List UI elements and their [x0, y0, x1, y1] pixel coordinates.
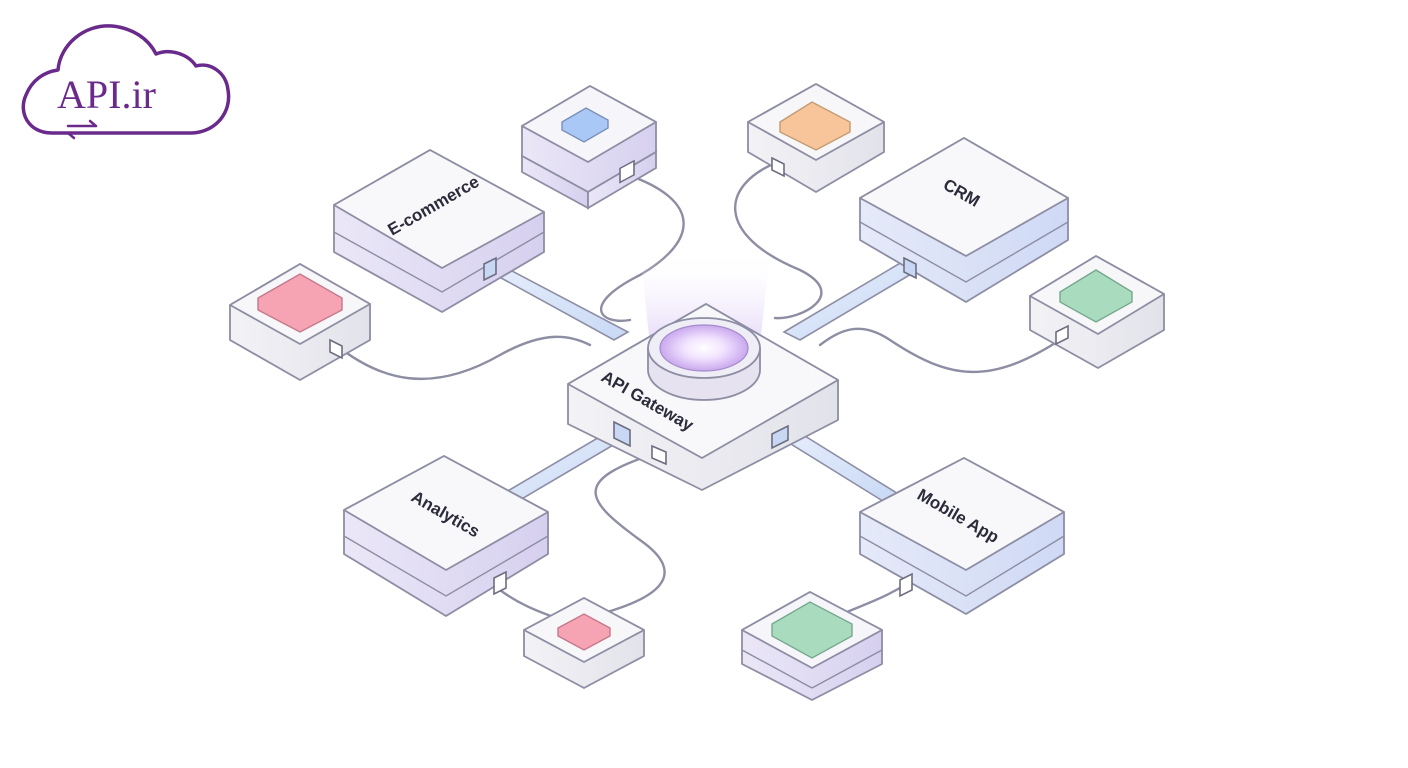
- node-green[interactable]: [1029, 255, 1165, 369]
- cable-analytics-small: [583, 450, 666, 620]
- cable-green: [818, 327, 1062, 374]
- cable-orange: [733, 160, 823, 320]
- node-pink-small[interactable]: [523, 597, 645, 689]
- cable-blue: [600, 173, 685, 322]
- logo-text: API.ir: [57, 72, 156, 117]
- port: [903, 256, 917, 280]
- service-ecommerce[interactable]: E-commerce: [333, 149, 545, 313]
- port: [1055, 324, 1069, 346]
- port: [651, 444, 667, 466]
- cable-pink: [334, 335, 592, 381]
- cloud-icon: [21, 24, 231, 135]
- cable-ecom-down: [498, 588, 558, 620]
- service-crm[interactable]: CRM: [859, 137, 1069, 303]
- api-gateway[interactable]: API Gateway: [567, 250, 839, 491]
- port: [619, 159, 635, 184]
- blue-tile: [561, 107, 609, 143]
- port: [483, 256, 497, 282]
- port: [329, 338, 343, 360]
- port: [899, 572, 913, 598]
- sync-arrows-icon: [66, 119, 98, 140]
- node-orange[interactable]: [747, 83, 885, 193]
- glow-lens: [659, 324, 749, 372]
- green-tile: [1059, 269, 1133, 323]
- pink-tile-small: [557, 613, 611, 651]
- port: [771, 424, 789, 450]
- cable-mobile-small: [838, 583, 907, 617]
- service-mobile[interactable]: Mobile App: [859, 457, 1065, 615]
- port: [771, 156, 785, 178]
- node-blue[interactable]: [521, 85, 657, 210]
- connection-lines: [334, 160, 1062, 620]
- logo[interactable]: API.ir: [21, 24, 231, 140]
- pink-tile: [257, 273, 343, 333]
- node-green-small[interactable]: [741, 591, 883, 701]
- node-pink[interactable]: [229, 263, 371, 381]
- port: [613, 420, 631, 448]
- green-tile-small: [771, 601, 853, 659]
- service-analytics[interactable]: Analytics: [343, 455, 549, 617]
- orange-tile: [779, 101, 851, 151]
- gateway-dome: [647, 317, 761, 401]
- port: [493, 570, 507, 596]
